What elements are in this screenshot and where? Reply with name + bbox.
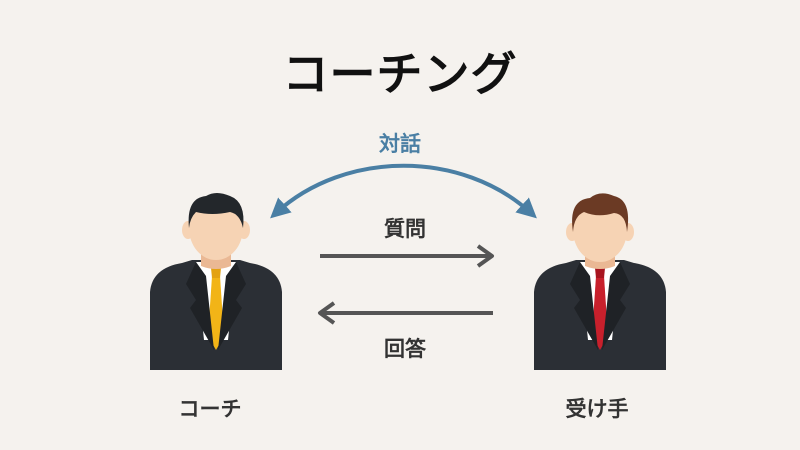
dialogue-arrow — [270, 163, 537, 219]
question-arrow — [320, 244, 494, 268]
question-label: 質問 — [384, 217, 426, 241]
dialogue-label: 対話 — [379, 132, 421, 156]
answer-label: 回答 — [384, 337, 426, 361]
answer-arrow — [318, 301, 493, 325]
coach-figure — [150, 193, 282, 370]
coach-label: コーチ — [178, 397, 242, 421]
receiver-label: 受け手 — [565, 397, 629, 421]
diagram-title: コーチング — [282, 47, 518, 101]
receiver-figure — [534, 193, 666, 370]
